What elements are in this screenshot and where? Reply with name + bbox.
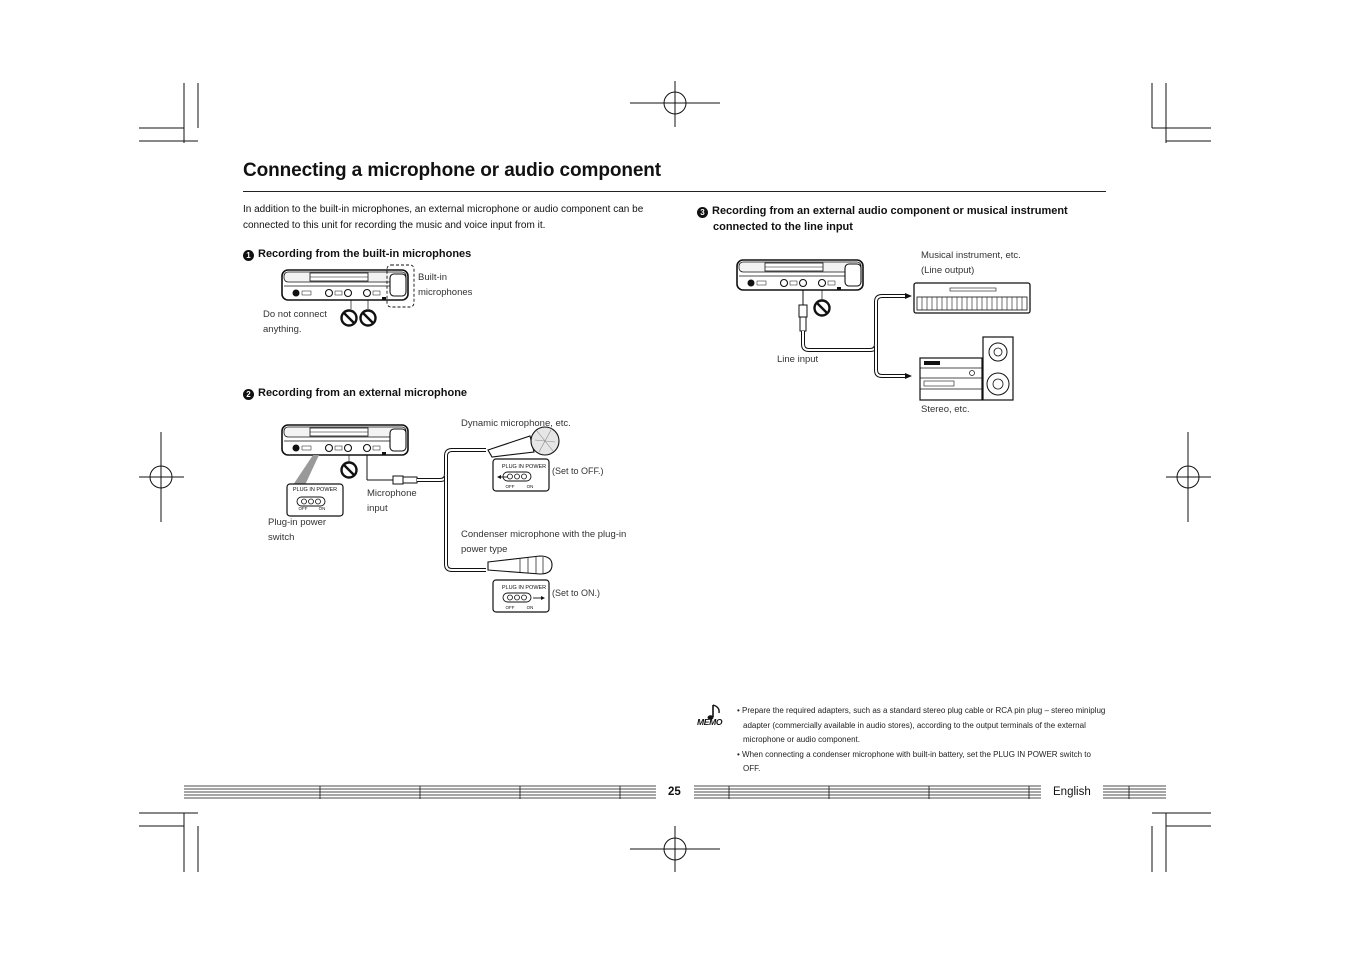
switch-top-label: PLUG IN POWER [293,487,337,493]
registration-targets [139,81,1211,872]
memo-item: • Prepare the required adapters, such as… [737,706,1106,744]
builtin-mics-label: Built-in microphones [418,272,473,298]
switch-off-off: OFF [506,484,515,489]
section-1-number: 1 [243,250,254,261]
switch-off-label: PLUG IN POWER [502,464,546,470]
footer-rules [184,785,1166,799]
section-3-number: 3 [697,207,708,218]
switch-top-off: OFF [299,506,308,511]
section-2-number: 2 [243,389,254,400]
switch-on-off: OFF [506,605,515,610]
musical-instrument-label: Musical instrument, etc. (Line output) [921,250,1021,276]
intro-paragraph: In addition to the built-in microphones,… [243,204,644,231]
memo-badge: MEMO [697,717,723,727]
section-2-heading-text: Recording from an external microphone [258,387,468,399]
title-rule [243,191,1106,192]
section-2-heading: 2 Recording from an external microphone [243,385,467,401]
page-title: Connecting a microphone or audio compone… [243,160,662,181]
page-number: 25 [668,786,681,798]
memo-icon: MEMO [697,703,731,733]
section-1-diagram [281,264,415,327]
crop-marks [139,83,1211,872]
section-3-heading: 3 Recording from an external audio compon… [697,203,1068,219]
language-label: English [1053,786,1091,798]
switch-on-on: ON [527,605,534,610]
section-1-heading: 1 Recording from the built-in microphones [243,246,471,262]
plugin-switch-label: Plug-in power switch [268,517,327,543]
memo-list: • Prepare the required adapters, such as… [737,704,1107,777]
do-not-connect-label: Do not connect anything. [263,309,327,335]
memo-item: • When connecting a condenser microphone… [737,749,1091,774]
stereo-label: Stereo, etc. [921,404,970,415]
section-1-heading-text: Recording from the built-in microphones [258,248,472,260]
switch-off-on: ON [527,484,534,489]
section-3-heading-line2: connected to the line input [713,221,853,233]
switch-on-label: PLUG IN POWER [502,585,546,591]
set-off-label: (Set to OFF.) [552,466,604,476]
set-on-label: (Set to ON.) [552,588,601,598]
condenser-mic-label: Condenser microphone with the plug-in po… [461,529,627,555]
dynamic-mic-label: Dynamic microphone, etc. [461,418,571,429]
section-3-heading-line1: Recording from an external audio compone… [712,205,1068,217]
switch-top-on: ON [319,506,326,511]
section-2-diagram: PLUG IN POWER OFF ON PLUG IN POWER OFF O… [281,424,560,613]
line-input-label: Line input [777,354,819,365]
mic-input-label: Microphone input [367,488,417,514]
section-3-diagram [736,259,1031,401]
